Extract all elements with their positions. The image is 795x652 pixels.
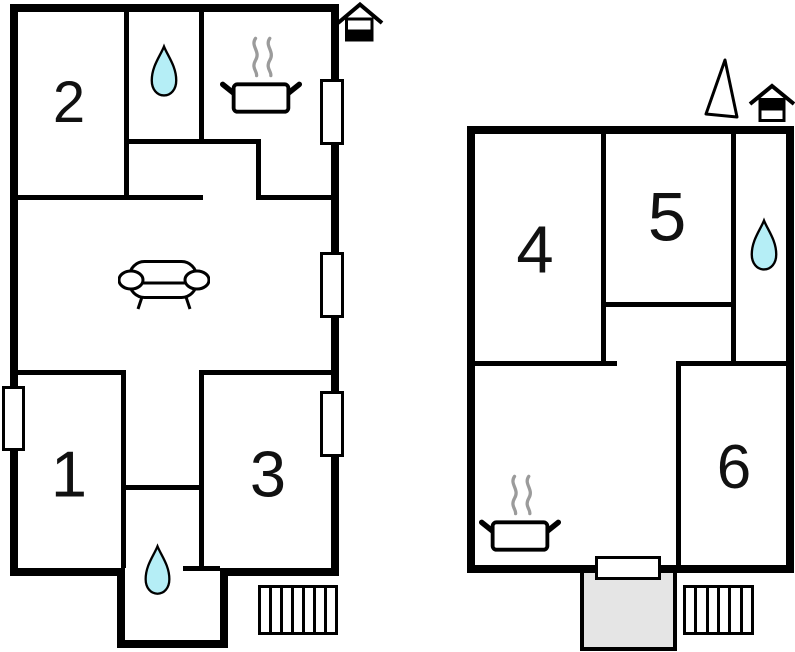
wall xyxy=(467,126,794,134)
wall xyxy=(676,361,681,568)
wall xyxy=(601,126,606,366)
wall xyxy=(199,4,204,144)
wall xyxy=(183,566,220,571)
window-marker xyxy=(320,391,344,457)
wall xyxy=(731,126,736,366)
wall xyxy=(220,568,339,576)
wall xyxy=(786,126,794,573)
sofa-icon xyxy=(118,260,210,310)
stairs-icon xyxy=(683,585,754,635)
wall xyxy=(10,568,123,576)
room-label-5: 5 xyxy=(647,178,687,256)
wall xyxy=(121,370,126,568)
wall xyxy=(220,568,228,648)
room-label-6: 6 xyxy=(716,433,752,502)
wall xyxy=(124,139,258,144)
wall xyxy=(256,195,339,200)
wall xyxy=(117,640,228,648)
wall xyxy=(10,4,339,12)
entrance-house-icon xyxy=(748,83,795,122)
wall xyxy=(676,361,794,366)
water-drop-icon xyxy=(144,543,171,595)
wall xyxy=(121,485,204,490)
wall xyxy=(117,568,125,648)
room-label-2: 2 xyxy=(52,70,86,135)
water-drop-icon xyxy=(150,43,178,97)
room-label-4: 4 xyxy=(516,212,554,288)
window-marker xyxy=(2,386,25,451)
wall xyxy=(10,4,18,576)
cooking-pot-icon xyxy=(478,474,562,552)
water-drop-icon xyxy=(750,217,778,271)
wall xyxy=(601,302,736,307)
wall xyxy=(199,370,204,568)
cooking-pot-icon xyxy=(219,36,303,114)
wall xyxy=(467,361,617,366)
wall xyxy=(256,139,261,200)
room-label-3: 3 xyxy=(249,437,287,511)
triangle-icon xyxy=(704,58,739,119)
wall xyxy=(467,126,475,573)
terrace xyxy=(580,568,677,651)
wall xyxy=(199,370,339,375)
wall xyxy=(10,370,126,375)
stairs-icon xyxy=(258,585,338,635)
room-label-1: 1 xyxy=(50,437,88,511)
entrance-step xyxy=(595,556,661,580)
entrance-house-icon xyxy=(336,1,384,42)
window-marker xyxy=(320,252,344,318)
wall xyxy=(124,4,129,200)
wall xyxy=(10,195,203,200)
window-marker xyxy=(320,79,344,145)
